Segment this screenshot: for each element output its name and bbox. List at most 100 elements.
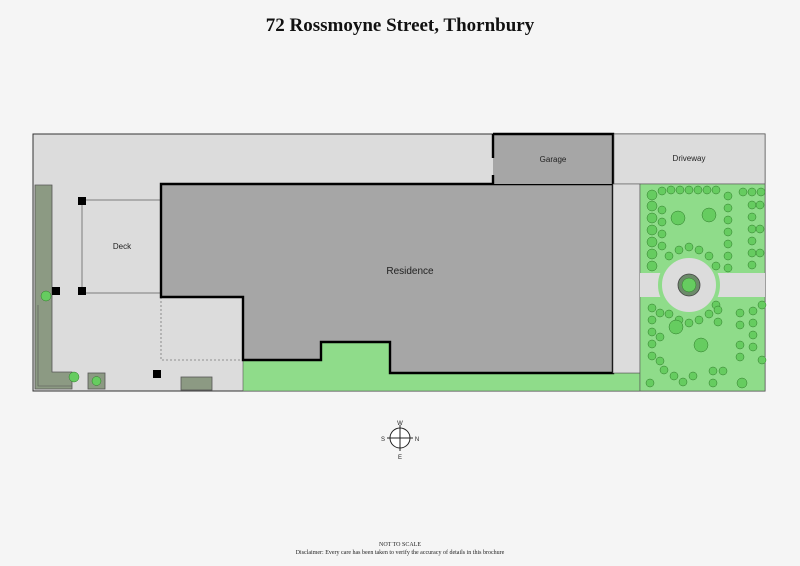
compass-south: S (381, 437, 385, 443)
shrub (748, 306, 758, 316)
shrub (738, 187, 748, 197)
shrub (688, 371, 698, 381)
shrub (657, 186, 667, 196)
shrub (708, 366, 718, 376)
shrub (646, 260, 658, 272)
shrub (723, 239, 733, 249)
shrub (718, 366, 728, 376)
shrub (747, 187, 757, 197)
shrub (747, 224, 757, 234)
shrub (655, 356, 665, 366)
driveway (613, 133, 766, 185)
garage (493, 134, 613, 184)
shrub (747, 248, 757, 258)
shrub (747, 236, 757, 246)
shrub (713, 317, 723, 327)
shrub (646, 212, 658, 224)
shrub (674, 245, 684, 255)
shrub (40, 290, 52, 302)
plan-title: 72 Rossmoyne Street, Thornbury (265, 15, 535, 36)
dashed-outline (160, 293, 243, 361)
residence-label: Residence (386, 266, 434, 277)
shrub (645, 378, 655, 388)
shrub (711, 261, 721, 271)
shrub (646, 236, 658, 248)
disclaimer: Disclaimer: Every care has been taken to… (295, 550, 505, 556)
shrub (693, 337, 709, 353)
shrub (702, 185, 712, 195)
shrub (659, 365, 669, 375)
shrub (684, 185, 694, 195)
shrub (747, 200, 757, 210)
deck-post (153, 370, 161, 378)
garden-shrubs (645, 185, 767, 389)
shrub (711, 185, 721, 195)
shrub (713, 305, 723, 315)
shrub (657, 241, 667, 251)
shrub (755, 200, 765, 210)
shrub (678, 377, 688, 387)
shrub (735, 340, 745, 350)
shrub (670, 210, 686, 226)
side-hedge (34, 184, 73, 390)
shrub (646, 248, 658, 260)
shrub (694, 245, 704, 255)
shrub (693, 185, 703, 195)
shrub (723, 191, 733, 201)
shrub (91, 376, 102, 386)
shrub (655, 332, 665, 342)
shrub (748, 330, 758, 340)
shrub (757, 355, 767, 365)
shrub (755, 248, 765, 258)
shrub (666, 185, 676, 195)
garage-label: Garage (540, 155, 567, 164)
utility-box (180, 376, 213, 391)
shrub (657, 217, 667, 227)
shrub (657, 229, 667, 239)
compass-west: W (397, 421, 403, 427)
garage-wall (493, 132, 615, 184)
shrub (684, 318, 694, 328)
shrub (704, 251, 714, 261)
deck-area (81, 199, 162, 294)
shrub (736, 377, 748, 389)
shrub (675, 185, 685, 195)
shrub (708, 378, 718, 388)
shrub (669, 371, 679, 381)
shrub (646, 200, 658, 212)
shrub (723, 263, 733, 273)
shrub (748, 342, 758, 352)
shrub (647, 315, 657, 325)
compass-rose: W E S N (381, 421, 419, 461)
shrub (723, 227, 733, 237)
shrub (704, 309, 714, 319)
shrub (723, 251, 733, 261)
shrub (647, 327, 657, 337)
shrub (735, 352, 745, 362)
shrub (68, 371, 80, 383)
central-tree (681, 277, 697, 293)
shrub (735, 320, 745, 330)
shrub (646, 189, 658, 201)
shrub (723, 203, 733, 213)
scale-note: NOT TO SCALE (378, 542, 421, 548)
shrub (735, 308, 745, 318)
shrub (723, 215, 733, 225)
shrub (747, 212, 757, 222)
shrub (647, 339, 657, 349)
shrub (701, 207, 717, 223)
shrub (647, 303, 657, 313)
shrub (646, 224, 658, 236)
deck-post (52, 287, 60, 295)
shrub (657, 205, 667, 215)
driveway-label: Driveway (673, 154, 706, 163)
shrub (655, 308, 665, 318)
side-path (612, 183, 641, 374)
deck-label: Deck (113, 242, 132, 251)
shrub (748, 318, 758, 328)
shrub (647, 351, 657, 361)
shrub (664, 309, 674, 319)
planter-edge (37, 305, 72, 387)
shrub (756, 187, 766, 197)
